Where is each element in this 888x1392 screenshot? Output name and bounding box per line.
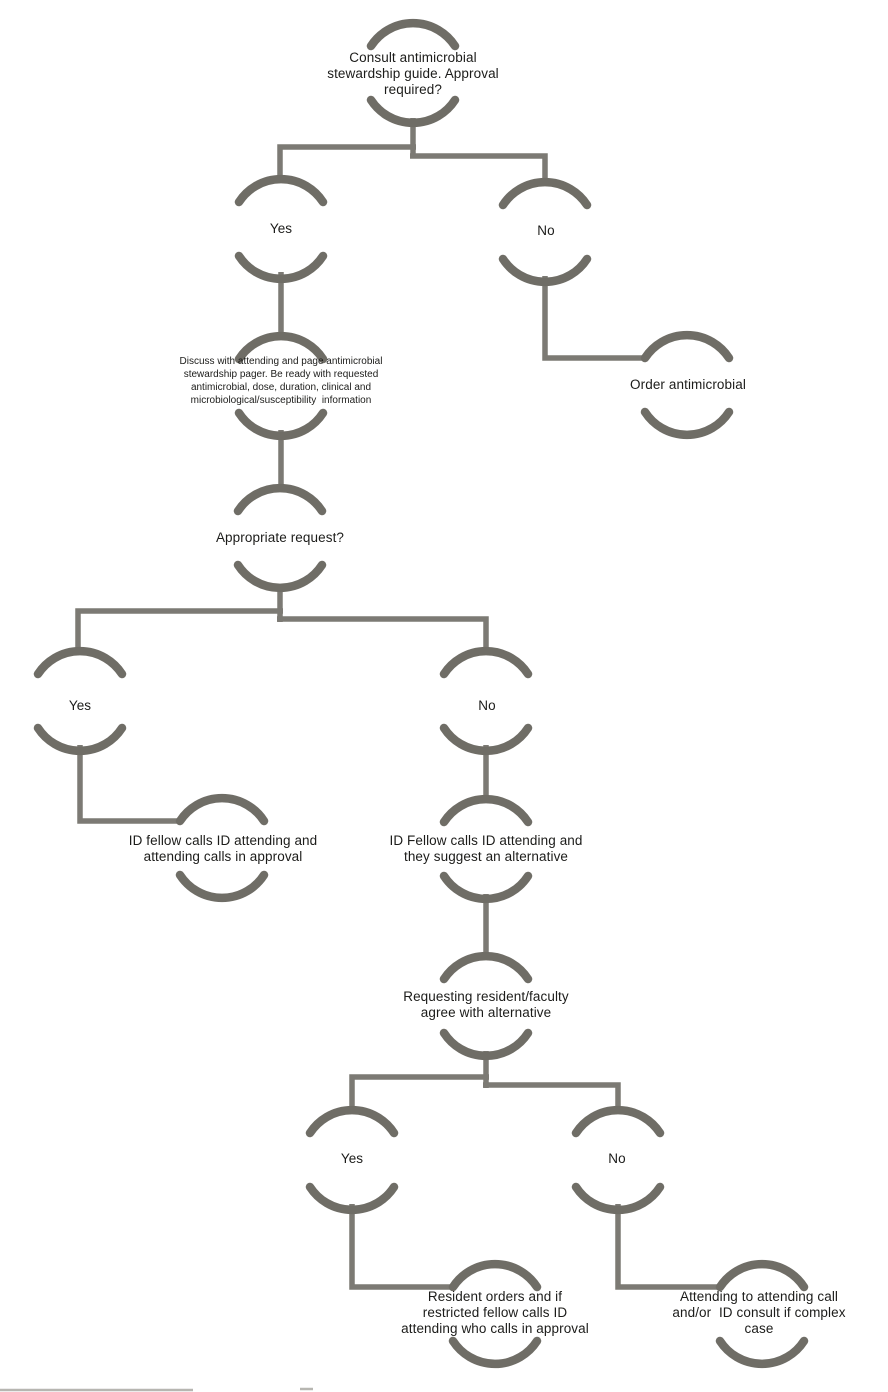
id-fellow-approval-node-top-arc [175, 793, 269, 826]
node-label-agree-alternative: Requesting resident/faculty agree with a… [403, 989, 569, 1020]
node-label-appropriate: Appropriate request? [215, 530, 345, 545]
node-label-attending-call: Attending to attending call and/or ID co… [672, 1289, 846, 1336]
start-node-top-arc [366, 18, 460, 51]
node-label-resident-orders: Resident orders and if restricted fellow… [401, 1289, 589, 1336]
resident-orders-node-bottom-arc [448, 1336, 542, 1369]
branch2-no-node-bottom-arc [439, 723, 533, 756]
node-label-branch3-no: No [608, 1151, 626, 1166]
connector-branch2-no [277, 616, 489, 652]
branch1-yes-node-bottom-arc [234, 251, 328, 284]
node-arcs [33, 18, 809, 1369]
branch3-yes-node-top-arc [305, 1105, 399, 1138]
node-label-order: Order antimicrobial [630, 377, 746, 392]
branch3-no-node-bottom-arc [571, 1182, 665, 1215]
connector-branch2-yes [75, 608, 283, 652]
connector-branch3-no [483, 1082, 621, 1114]
node-label-id-fellow-approval: ID fellow calls ID attending and attendi… [128, 833, 318, 864]
node-label-branch1-yes: Yes [269, 221, 293, 236]
branch2-yes-node-bottom-arc [33, 723, 127, 756]
appropriate-node-top-arc [233, 483, 327, 516]
start-node-bottom-arc [366, 95, 460, 128]
branch2-no-node-top-arc [439, 646, 533, 679]
connector-yes3-to-resident-orders [349, 1204, 455, 1290]
order-node-bottom-arc [640, 407, 734, 440]
connector-branch1-yes [277, 144, 416, 180]
connector-branch3-yes [349, 1074, 489, 1114]
agree-node-top-arc [439, 951, 533, 984]
node-label-branch3-yes: Yes [340, 1151, 364, 1166]
connector-no3-to-attending-call [615, 1204, 722, 1290]
node-label-discuss: Discuss with attending and page antimicr… [179, 356, 383, 406]
attending-call-node-bottom-arc [715, 1336, 809, 1369]
crop-artifacts [0, 1387, 313, 1392]
branch3-no-node-top-arc [571, 1105, 665, 1138]
id-fellow-alternative-node-bottom-arc [439, 871, 533, 904]
id-fellow-alternative-node-top-arc [439, 794, 533, 827]
node-label-branch1-no: No [537, 223, 555, 238]
connector-yes2-to-id-fellow-approval [77, 745, 182, 824]
branch1-no-node-top-arc [498, 177, 592, 210]
branch1-yes-node-top-arc [234, 174, 328, 207]
id-fellow-approval-node-bottom-arc [175, 870, 269, 903]
branch2-yes-node-top-arc [33, 646, 127, 679]
attending-call-node-top-arc [715, 1259, 809, 1292]
agree-node-bottom-arc [439, 1028, 533, 1061]
node-label-branch2-yes: Yes [68, 698, 92, 713]
appropriate-node-bottom-arc [233, 560, 327, 593]
node-label-start: Consult antimicrobial stewardship guide.… [327, 50, 499, 97]
connector-no1-to-order [542, 276, 647, 361]
branch3-yes-node-bottom-arc [305, 1182, 399, 1215]
node-label-branch2-no: No [478, 698, 496, 713]
branch1-no-node-bottom-arc [498, 254, 592, 287]
resident-orders-node-top-arc [448, 1259, 542, 1292]
discuss-node-top-arc [234, 331, 328, 364]
order-node-top-arc [640, 330, 734, 363]
discuss-node-bottom-arc [234, 408, 328, 441]
connector-branch1-no [410, 153, 548, 184]
node-label-id-fellow-alternative: ID Fellow calls ID attending and they su… [389, 833, 583, 864]
